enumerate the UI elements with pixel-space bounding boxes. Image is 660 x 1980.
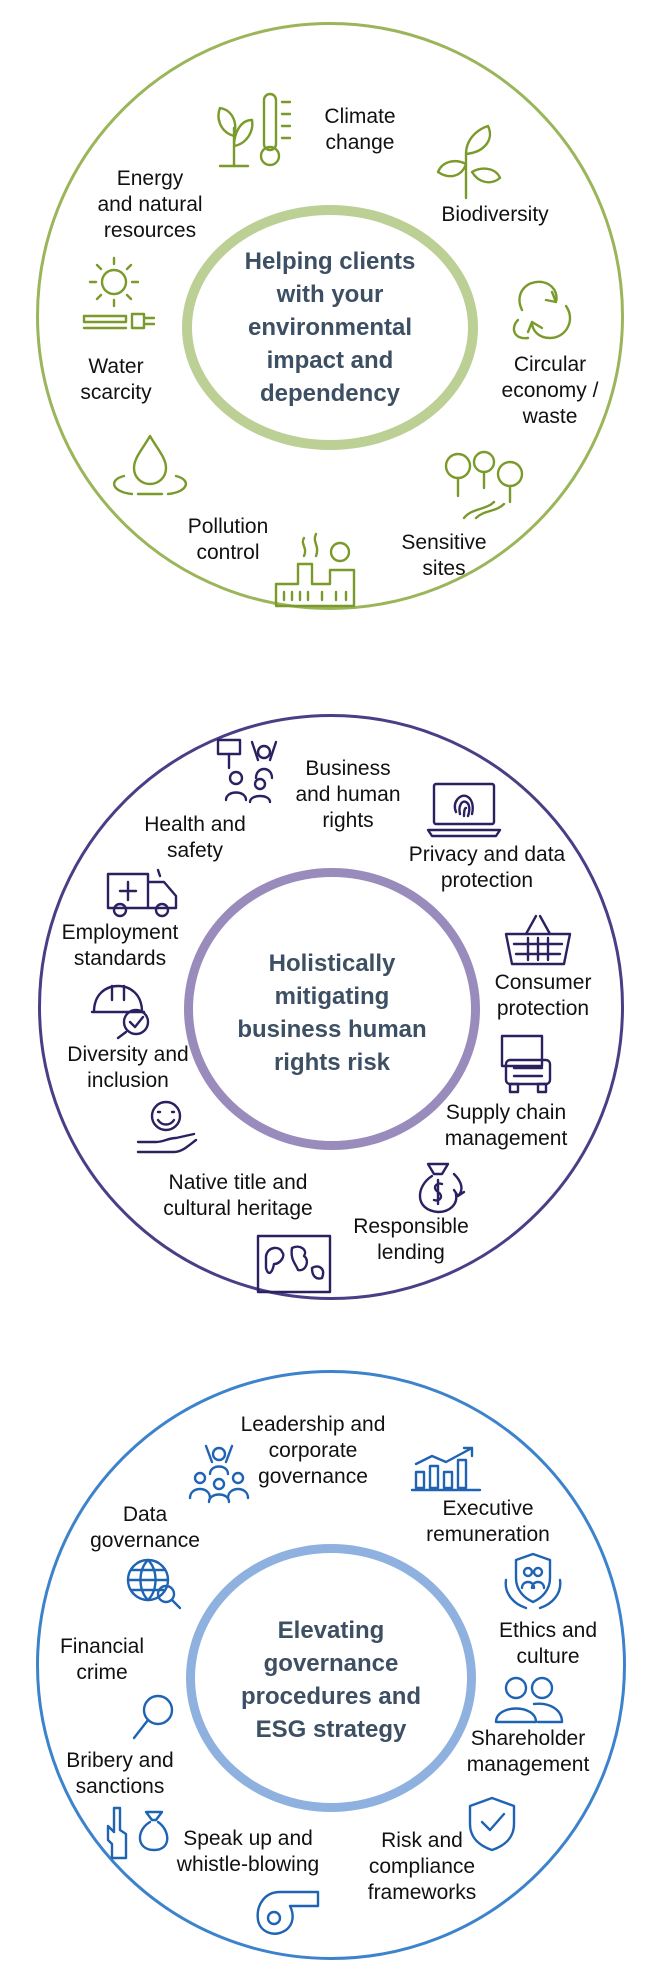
people-icon bbox=[494, 1676, 564, 1724]
governance-panel: Elevating governance procedures and ESG … bbox=[0, 1340, 660, 1980]
recycle-leaves-icon bbox=[512, 280, 572, 340]
money-bag-icon bbox=[418, 1162, 466, 1214]
protest-crowd-icon bbox=[216, 738, 278, 804]
globe-search-icon bbox=[126, 1558, 182, 1610]
governance-center-text: Elevating governance procedures and ESG … bbox=[240, 1617, 422, 1743]
factory-icon bbox=[274, 532, 356, 608]
shield-people-icon bbox=[504, 1552, 562, 1610]
environment-inner-ring bbox=[182, 205, 478, 450]
water-drop-icon bbox=[113, 434, 187, 496]
human-rights-panel: Holistically mitigating business human r… bbox=[0, 700, 660, 1340]
governance-inner-ring bbox=[186, 1544, 476, 1812]
team-icon bbox=[188, 1444, 250, 1504]
smiley-hand-icon bbox=[136, 1100, 198, 1154]
whistle-icon bbox=[256, 1890, 320, 1935]
human-rights-center-text: Holistically mitigating business human r… bbox=[237, 950, 427, 1076]
human-rights-inner-ring bbox=[184, 868, 480, 1150]
governance-outer-ring bbox=[36, 1370, 626, 1960]
magnifier-icon bbox=[132, 1694, 174, 1740]
environment-outer-ring bbox=[36, 22, 624, 610]
bar-chart-icon bbox=[410, 1446, 482, 1492]
plant-thermometer-icon bbox=[217, 92, 292, 168]
hardhat-check-icon bbox=[90, 984, 150, 1040]
shield-check-icon bbox=[468, 1796, 516, 1852]
biodiversity-label: Biodiversity bbox=[441, 203, 549, 226]
truck-icon bbox=[500, 1034, 552, 1094]
map-icon bbox=[256, 1234, 332, 1294]
trees-river-icon bbox=[444, 450, 524, 520]
ambulance-icon bbox=[106, 868, 178, 918]
laptop-fingerprint-icon bbox=[426, 782, 502, 838]
hand-moneybag-icon bbox=[106, 1806, 169, 1860]
human-rights-outer-ring bbox=[38, 714, 624, 1300]
environment-panel: Helping clients with your environmental … bbox=[0, 0, 660, 640]
shopping-basket-icon bbox=[504, 914, 572, 966]
environment-center-text: Helping clients with your environmental … bbox=[244, 248, 416, 407]
sun-plug-icon bbox=[82, 256, 156, 330]
seedling-icon bbox=[436, 124, 502, 200]
